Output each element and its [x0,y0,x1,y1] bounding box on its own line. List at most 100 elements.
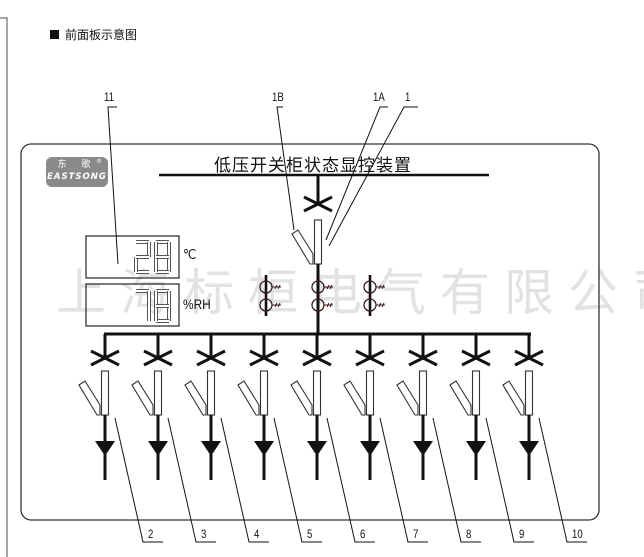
branch-circuit [396,334,438,480]
switch-indicator [237,380,260,416]
ct-hash [329,284,333,290]
switch-indicator [290,380,313,416]
seven-segment-digits [134,240,171,323]
switch-blade [153,370,163,416]
leader-branch [273,417,322,543]
leader-1B [276,106,295,231]
temperature-unit: ℃ [183,246,197,262]
switch-indicator [396,380,419,416]
leader-branch [379,417,428,543]
main-feeder [291,176,333,334]
breaker-cross-b [143,349,173,367]
callout-branch: 2 [148,527,154,541]
switch-indicator [502,380,525,416]
arrow-down-icon [519,441,539,456]
switch-blade [206,370,216,416]
leader-branch [167,417,216,543]
ct-hash [277,284,281,290]
switch-blade [259,370,269,416]
breaker-cross-b [303,195,333,213]
callout-1A: 1A [373,90,385,104]
branch-circuit [131,334,173,480]
section-heading: 前面板示意图 [50,26,137,43]
ct-hash [277,302,281,308]
branch-circuit [78,334,120,480]
switch-blade [524,370,534,416]
breaker-cross-b [461,349,491,367]
callout-branch: 4 [254,527,260,541]
square-bullet-icon [50,30,59,39]
callout-11: 11 [104,90,114,104]
panel-frame [20,143,600,521]
logo-english: EASTSONG [47,172,107,182]
callout-branch: 3 [201,527,207,541]
leader-1 [328,106,418,247]
branch-circuit [184,334,226,480]
branch-circuit [290,334,332,480]
leader-branch [114,417,163,543]
current-transformers [259,275,385,316]
branch-circuits [78,334,544,480]
ct-hash [381,302,385,308]
ct-hash [378,284,382,290]
branch-circuit [343,334,385,480]
switch-blade [418,370,428,416]
breaker-cross-b [408,349,438,367]
ct-hash [274,302,278,308]
callout-leaders [107,106,587,543]
callout-branch: 10 [572,527,583,541]
heading-text: 前面板示意图 [65,28,138,42]
panel-title: 低压开关柜状态显控装置 [214,156,412,176]
switch-indicator [291,229,314,265]
switch-indicator [131,380,154,416]
arrow-down-icon [95,441,115,456]
eastsong-logo: 东 歌 EASTSONG ® [46,157,108,187]
breaker-cross-b [249,349,279,367]
switch-indicator [78,380,101,416]
arrow-down-icon [466,441,486,456]
breaker-cross-b [302,349,332,367]
arrow-down-icon [254,441,274,456]
switch-indicator [184,380,207,416]
ct-hash [326,284,330,290]
arrow-down-icon [307,441,327,456]
humidity-display-frame [85,283,180,327]
ct-hash [274,284,278,290]
callout-branch: 6 [360,527,366,541]
current-transformer [311,275,333,316]
switch-blade [313,219,323,265]
callout-branch: 5 [307,527,313,541]
logo-chinese: 东 歌 [57,160,97,170]
leader-branch [432,417,481,543]
arrow-down-icon [413,441,433,456]
temperature-display-frame [85,235,180,279]
callout-1B: 1B [272,90,284,104]
callout-branch: 8 [466,527,472,541]
leader-branch [326,417,375,543]
switch-indicator [449,380,472,416]
breaker-cross-b [355,349,385,367]
callout-branch: 7 [413,527,419,541]
arrow-down-icon [360,441,380,456]
switch-blade [365,370,375,416]
branch-circuit [502,334,544,480]
arrow-down-icon [148,441,168,456]
switch-blade [312,370,322,416]
leader-branch [538,417,587,543]
leader-1A [325,106,388,241]
humidity-unit: %RH [183,296,211,312]
leader-branch [220,417,269,543]
ct-hash [378,302,382,308]
current-transformer [363,275,385,316]
leader-11 [107,106,119,265]
branch-circuit [449,334,491,480]
ct-hash [381,284,385,290]
branch-circuit [237,334,279,480]
switch-indicator [343,380,366,416]
callout-branch: 9 [519,527,525,541]
current-transformer [259,275,281,316]
breaker-cross-b [196,349,226,367]
switch-blade [100,370,110,416]
